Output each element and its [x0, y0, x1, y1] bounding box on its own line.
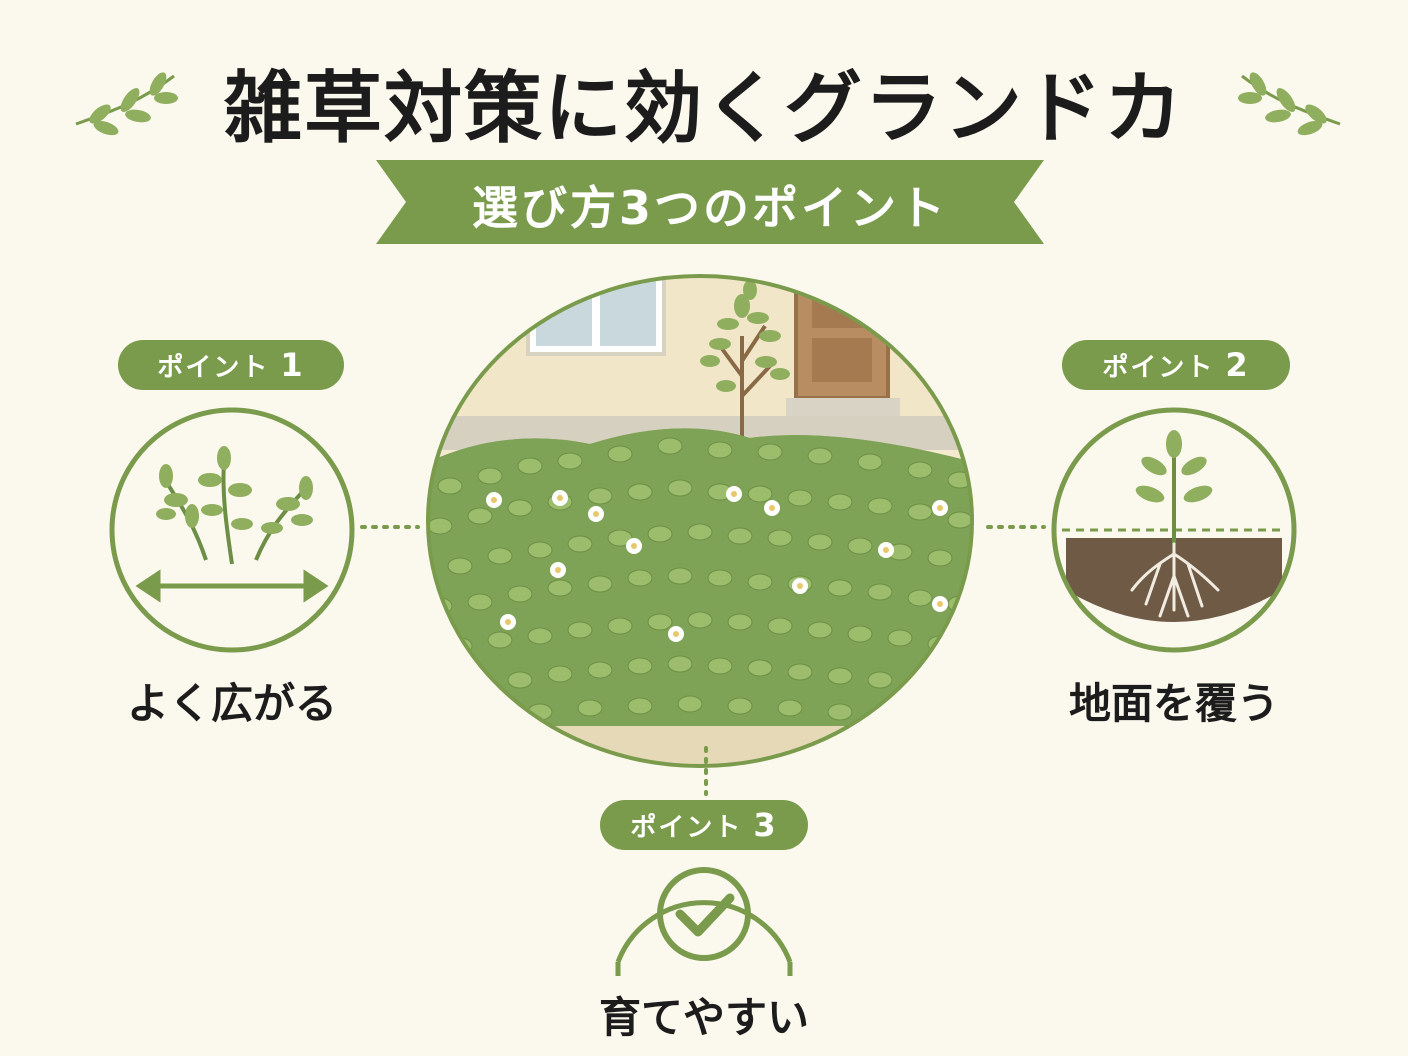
- point-3-label: ポイント: [630, 813, 743, 843]
- connector-left: [360, 525, 420, 529]
- connector-right: [986, 525, 1046, 529]
- page-title: 雑草対策に効くグランドカ: [223, 64, 1184, 154]
- roots-in-soil-icon: [1051, 407, 1297, 653]
- connector-bottom: [704, 746, 708, 796]
- leaf-sprig-left-icon: [75, 72, 178, 136]
- point-3-badge: ポイント 3: [600, 800, 808, 850]
- point-1-number: 1: [280, 346, 305, 384]
- subtitle-ribbon: [376, 160, 1044, 244]
- point-1-badge: ポイント 1: [118, 340, 344, 390]
- point-1-label: ポイント: [157, 353, 270, 383]
- ground-cover-illustration: [426, 274, 974, 768]
- subtitle: 選び方3つのポイント: [471, 181, 948, 235]
- checkmark-badge: [615, 867, 793, 976]
- point-1-caption: よく広がる: [126, 679, 337, 728]
- point-2-badge: ポイント 2: [1062, 340, 1290, 390]
- leaf-sprig-right-icon: [1238, 72, 1341, 136]
- point-2-caption: 地面を覆う: [1068, 679, 1279, 728]
- checkmark-icon: [675, 893, 735, 937]
- point-2-label: ポイント: [1102, 353, 1215, 383]
- point-3-caption: 育てやすい: [598, 993, 809, 1042]
- point-2-number: 2: [1225, 346, 1250, 384]
- spreading-plants-icon: [109, 407, 355, 653]
- point-3-number: 3: [753, 806, 778, 844]
